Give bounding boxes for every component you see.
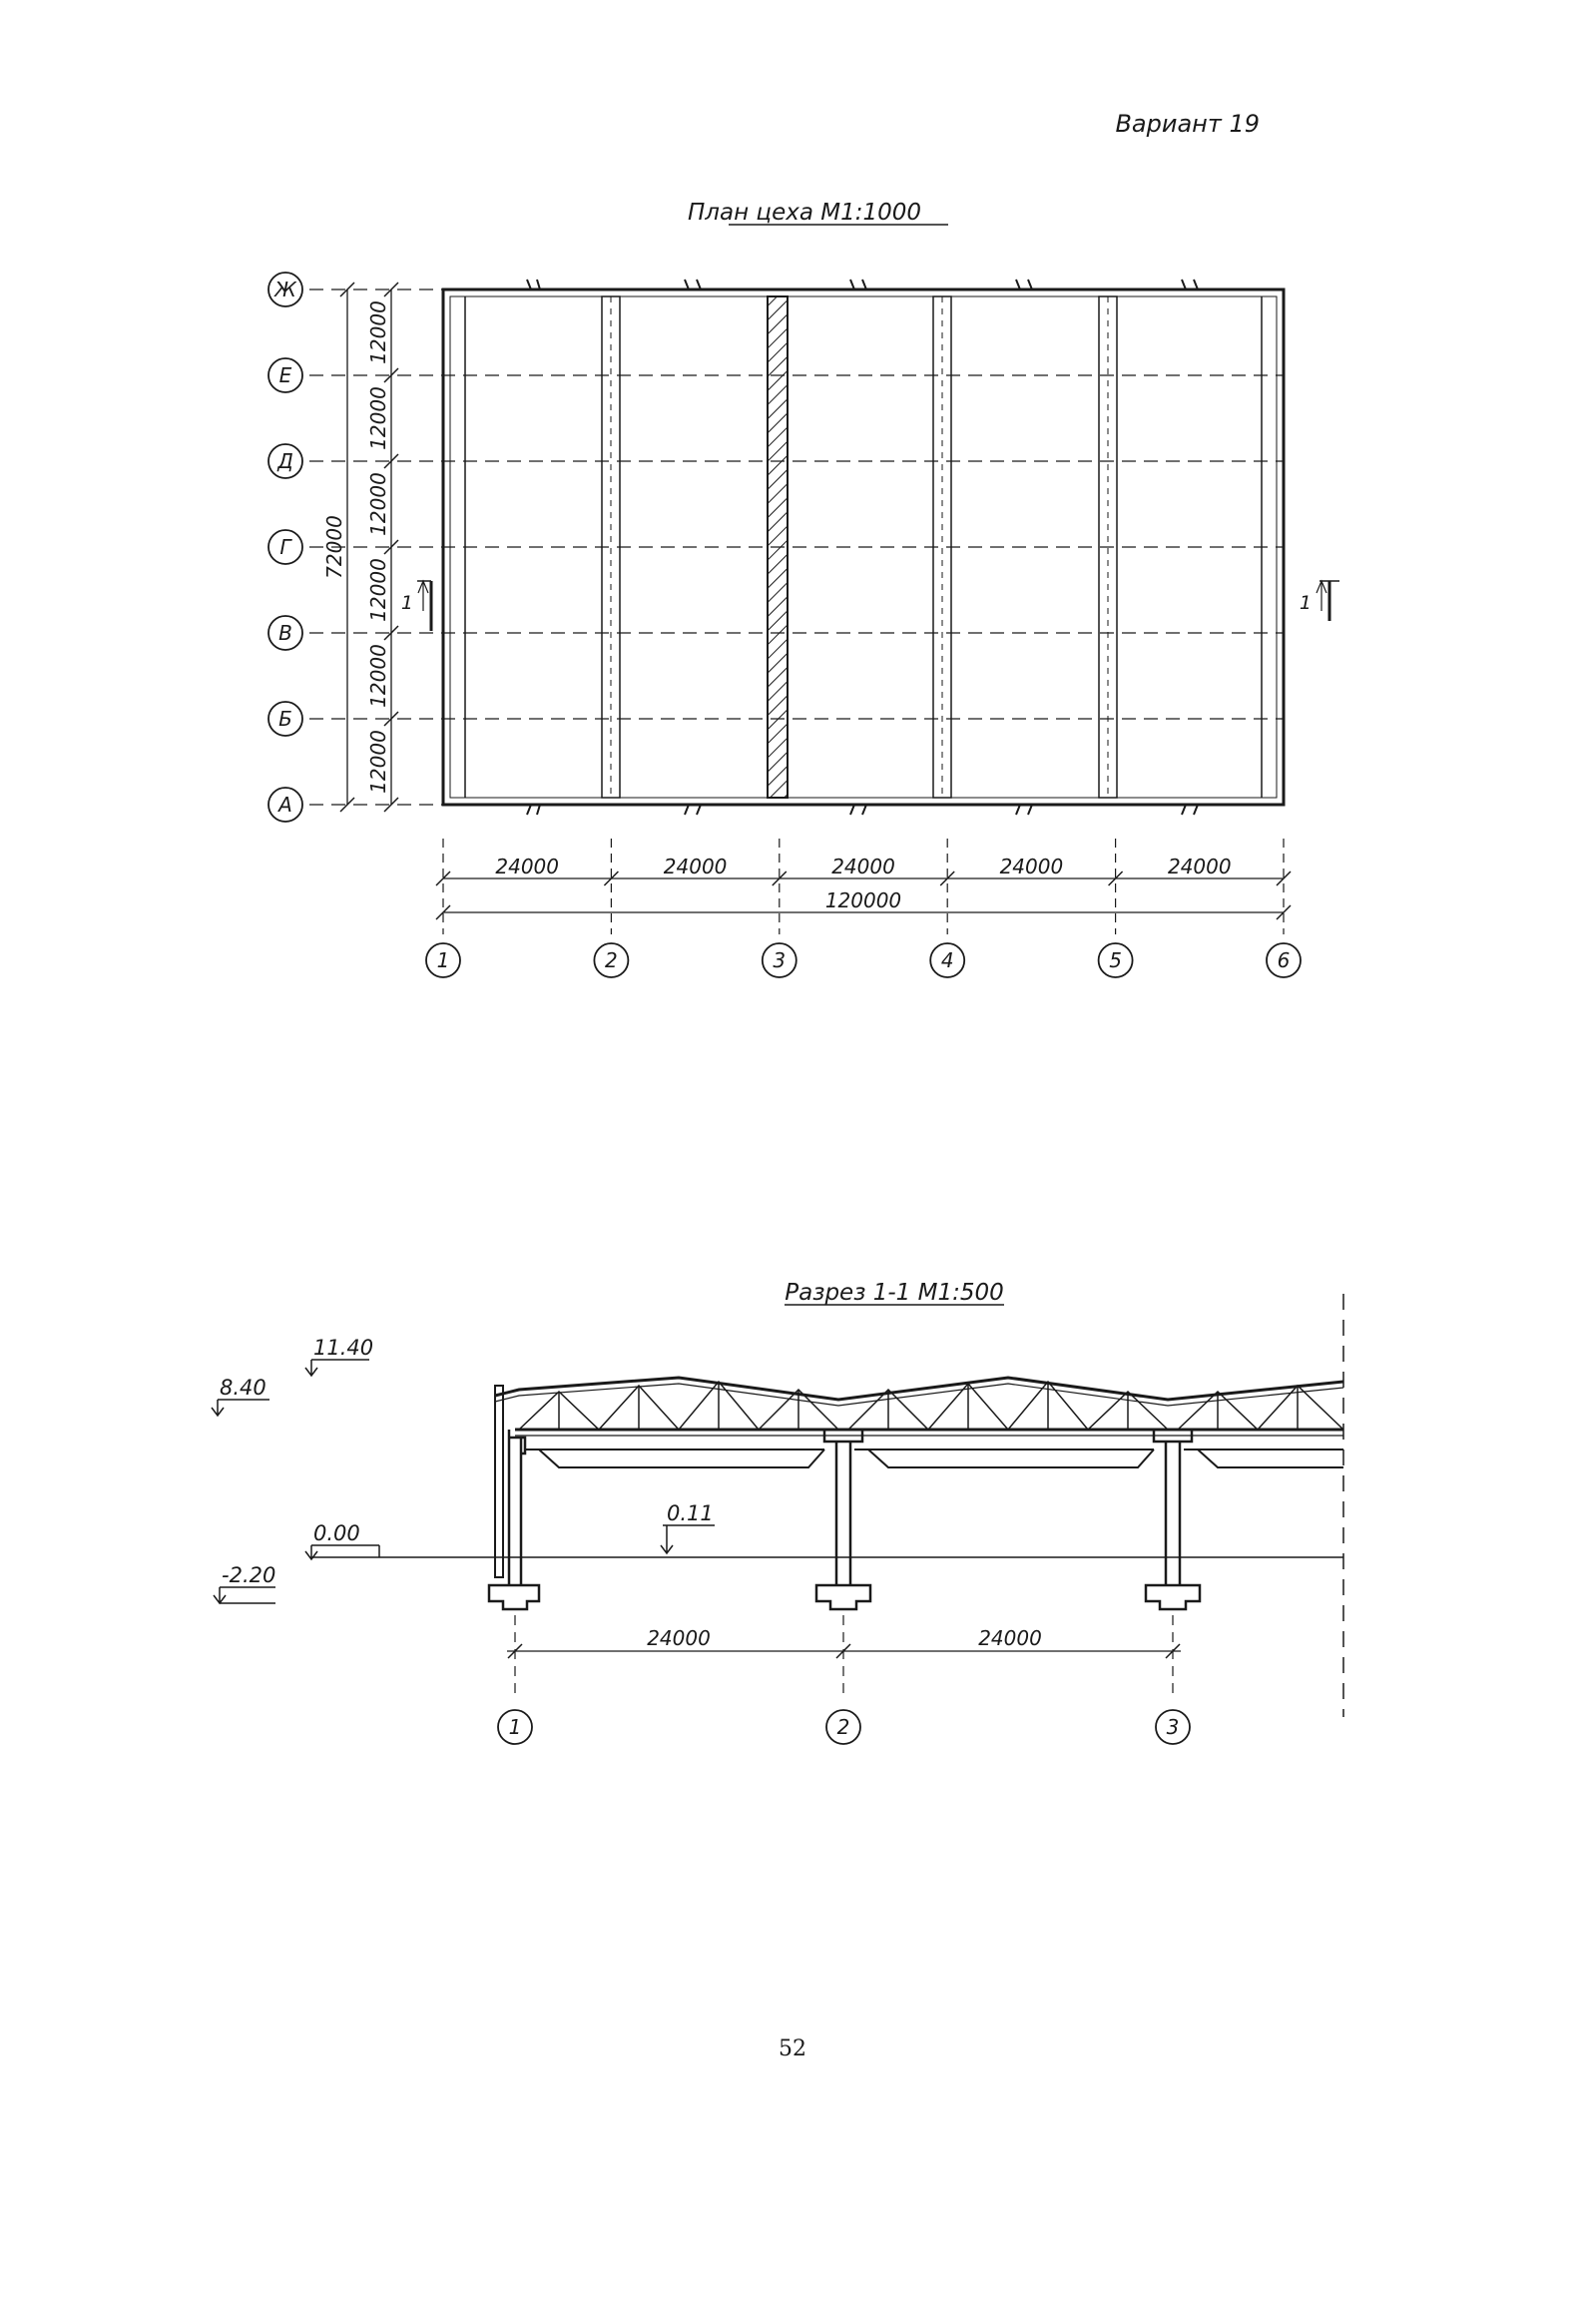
truss-web-bay-2 <box>847 1380 1169 1432</box>
row-spacing-label: 12000 <box>366 644 390 708</box>
section-bay-label-2: 24000 <box>978 1626 1042 1650</box>
roof-deck <box>494 1383 1344 1407</box>
crane-beams <box>525 1449 1343 1468</box>
page-number: 52 <box>779 2036 806 2061</box>
section-axis-bubble-label: 2 <box>837 1715 850 1739</box>
column-axis-2 <box>814 1428 872 1611</box>
section-axis-bubble-label: 3 <box>1167 1715 1180 1739</box>
row-axis-bubble-label: В <box>278 621 292 645</box>
row-axis-bubble: Д <box>267 443 303 479</box>
column-axis-bubble: 3 <box>761 942 797 978</box>
column-axis-bubble-label: 4 <box>941 948 954 972</box>
level-top-label: 11.40 <box>313 1336 373 1360</box>
row-axis-bubble: Е <box>267 357 303 393</box>
section-mark-label-left: 1 <box>401 592 413 614</box>
workshop-plan: 72000 12000 12000 12000 12000 12000 12000 Ж Е Д… <box>267 272 1339 978</box>
dim-tick <box>1276 904 1292 920</box>
dim-tick <box>939 871 955 886</box>
section-axis-bubble: 2 <box>825 1709 861 1745</box>
row-spacing-label: 12000 <box>366 472 390 536</box>
section-bay-label-1: 24000 <box>647 1626 711 1650</box>
truss-web-bay-1 <box>518 1380 839 1432</box>
row-spacing-label: 12000 <box>366 386 390 450</box>
column-axes: 1 2 3 4 5 6 <box>425 839 1302 978</box>
section-axis-bubble-label: 1 <box>509 1715 522 1739</box>
level-foundation-label: -2.20 <box>222 1563 275 1587</box>
gable-wall <box>494 1385 504 1578</box>
row-axis-bubble-label: А <box>276 793 292 817</box>
bay-dimension-label: 24000 <box>1000 855 1064 878</box>
row-spacing-label: 12000 <box>366 300 390 364</box>
column-axis-bubble-label: 1 <box>437 948 450 972</box>
row-axis-bubble-label: Д <box>276 449 293 473</box>
variant-label: Вариант 19 <box>1115 110 1260 138</box>
dim-tick <box>1276 871 1292 886</box>
row-spacing-label: 12000 <box>366 730 390 794</box>
row-axis-bubble: Г <box>267 529 303 565</box>
section-axis-bubble: 1 <box>497 1709 533 1745</box>
level-marker-floor-fill <box>660 1524 715 1555</box>
level-marker-floor <box>304 1544 380 1561</box>
truss-web-bay-3 <box>1177 1384 1344 1432</box>
level-floor-label: 0.00 <box>313 1521 360 1545</box>
row-axis-bubble: В <box>267 615 303 651</box>
bay-dimension-label: 24000 <box>664 855 728 878</box>
row-axis-bubble: А <box>267 787 303 823</box>
dim-tick <box>435 871 451 886</box>
section-cut-mark-left: 1 <box>401 579 433 631</box>
section-1-1 <box>211 1294 1344 1717</box>
row-axis-bubble-label: Б <box>278 707 292 731</box>
row-axis-bubble-label: Г <box>279 535 292 559</box>
column-axis-bubble-label: 3 <box>773 948 786 972</box>
section-dim-ticks <box>507 1643 1181 1659</box>
column-axis-bubble: 5 <box>1097 942 1134 978</box>
column-axis-bubble: 2 <box>593 942 630 978</box>
section-mark-label-right: 1 <box>1300 592 1312 614</box>
section-title: Разрез 1-1 М1:500 <box>785 1280 1004 1306</box>
section-axis-bubble: 3 <box>1155 1709 1191 1745</box>
bay-dimension-label: 24000 <box>495 855 559 878</box>
column-axis-3 <box>1144 1428 1202 1611</box>
row-axis-bubbles: Ж Е Д Г В Б А <box>267 272 303 823</box>
dim-tick <box>435 904 451 920</box>
column-axis-bubble-label: 5 <box>1109 948 1122 972</box>
column-axis-1 <box>487 1430 541 1611</box>
dim-total-width-label: 120000 <box>825 888 901 912</box>
level-marker-foundation <box>213 1586 275 1605</box>
column-axis-bubble: 4 <box>929 942 966 978</box>
bay-dimension-labels: 24000 24000 24000 24000 24000 <box>495 855 1231 878</box>
bay-dimension-label: 24000 <box>1168 855 1232 878</box>
row-axis-bubble: Б <box>267 701 303 737</box>
roof-top-chord <box>494 1376 1344 1402</box>
row-spacing-label: 12000 <box>366 558 390 622</box>
row-axis-bubble-label: Ж <box>272 278 297 301</box>
dim-tick <box>1108 871 1124 886</box>
column-axis-bubble: 6 <box>1266 942 1302 978</box>
plan-title: План цеха М1:1000 <box>688 200 921 226</box>
dim-total-height-label: 72000 <box>322 515 346 579</box>
hatched-lantern-axis-3 <box>767 295 789 799</box>
column-axis-bubble-label: 2 <box>605 948 618 972</box>
row-spacing-labels: 12000 12000 12000 12000 12000 12000 <box>366 300 390 794</box>
row-axis-bubble-label: Е <box>279 363 292 387</box>
column-axis-bubble: 1 <box>425 942 461 978</box>
bay-dimension-label: 24000 <box>831 855 895 878</box>
section-axis-bubbles: 1 2 3 <box>497 1709 1191 1745</box>
section-axis-lines <box>514 1615 1174 1693</box>
wall-breaks <box>526 279 1199 816</box>
dim-tick <box>603 871 619 886</box>
row-axis-lines <box>309 289 1284 806</box>
level-eave-label: 8.40 <box>220 1376 266 1400</box>
dim-ticks-left <box>339 282 399 813</box>
dim-tick <box>772 871 788 886</box>
column-axis-bubble-label: 6 <box>1278 948 1291 972</box>
row-axis-bubble: Ж <box>267 272 303 307</box>
level-marker-top <box>304 1359 369 1378</box>
lantern-strips <box>601 295 1263 799</box>
level-marker-eave <box>211 1399 269 1418</box>
level-floor-fill-label: 0.11 <box>667 1501 714 1525</box>
section-cut-mark-right: 1 <box>1300 579 1339 621</box>
